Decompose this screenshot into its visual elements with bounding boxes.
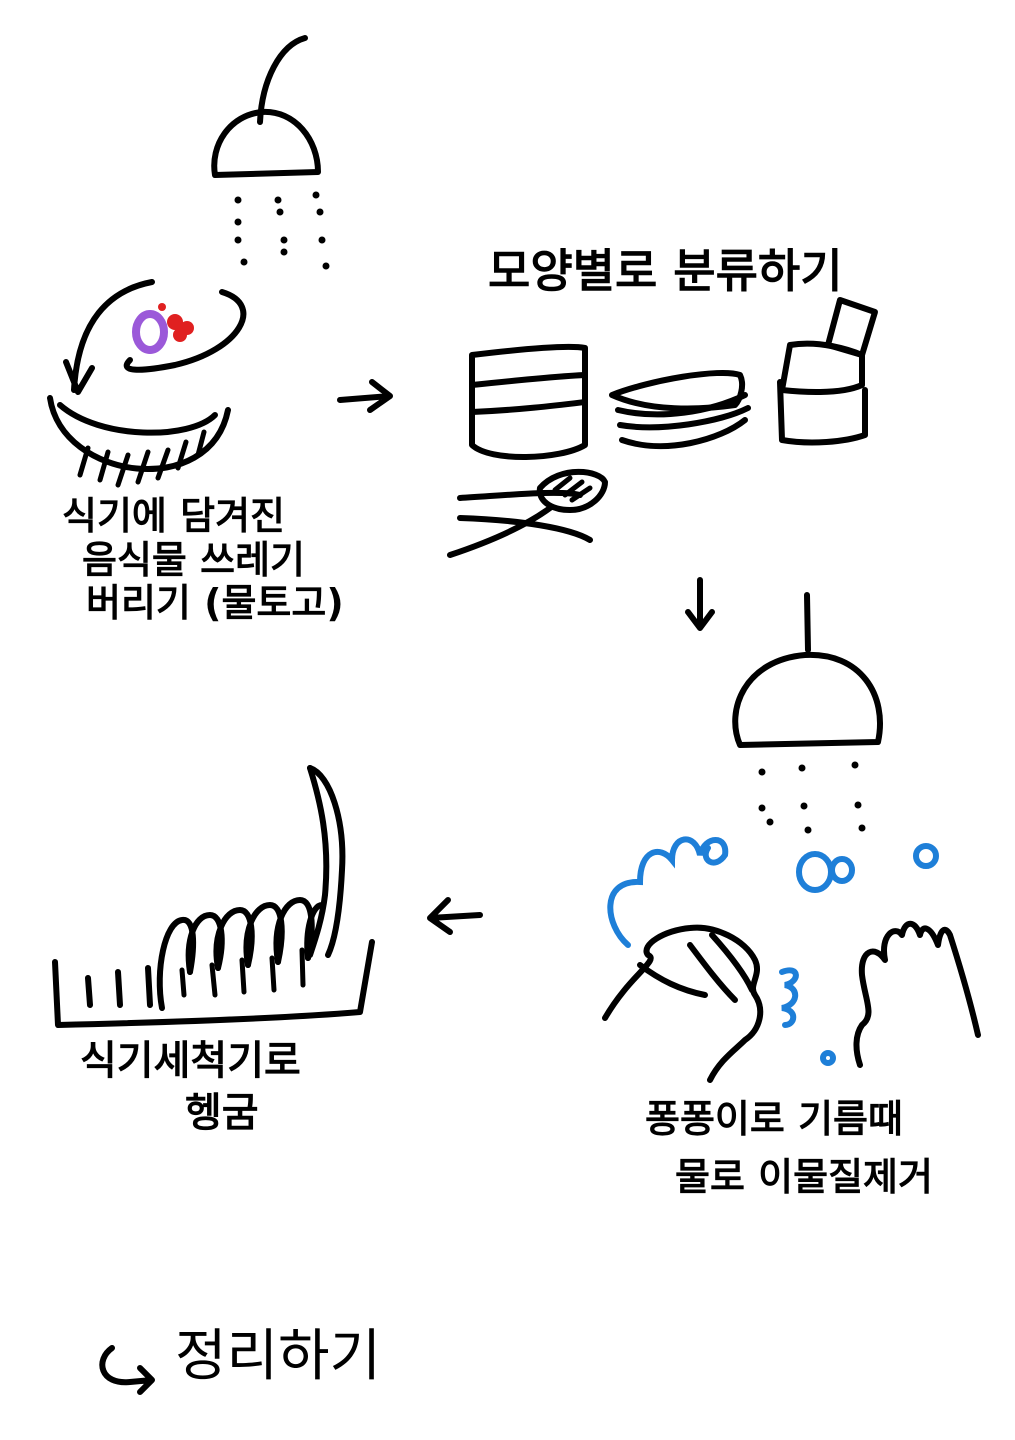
- scrape-line-2: 음식물 쓰레기: [82, 537, 305, 582]
- bowl-icon: [47, 395, 231, 488]
- dishwasher-step-label: 식기세척기로 헹굼: [80, 1038, 301, 1136]
- chopsticks-spoon-icon: [447, 468, 608, 558]
- hands-icon: [602, 920, 981, 1083]
- scrape-line-3: 버리기 (물토고): [86, 581, 344, 626]
- arrow-curve-icon: [99, 1345, 155, 1395]
- scrape-line-1: 식기에 담겨진: [62, 494, 285, 538]
- scrape-step-label: 식기에 담겨진 음식물 쓰레기 버리기 (물토고): [62, 494, 344, 626]
- shower-head-icon: [211, 35, 330, 270]
- food-scraps-icon: [132, 303, 194, 354]
- dish-rack-icon: [52, 765, 375, 1028]
- scrape-arrow-icon: [63, 279, 247, 395]
- stacked-bowls-icon: [469, 343, 588, 460]
- stacked-cups-icon: [777, 297, 878, 446]
- sort-step-label: 모양별로 분류하기: [488, 244, 843, 298]
- arrow-down-icon: [685, 577, 715, 631]
- arrow-right-icon: [337, 379, 393, 413]
- dishwasher-line-1: 식기세척기로: [80, 1038, 301, 1084]
- arrow-left-icon: [427, 897, 483, 935]
- bubbles-icon: [607, 836, 939, 1066]
- shower-head-icon: [732, 592, 883, 834]
- wash-step-label: 퐁퐁이로 기름때 물로 이물질제거: [645, 1097, 933, 1199]
- stacked-plates-icon: [609, 370, 751, 450]
- tidy-step-label: 정리하기: [175, 1324, 382, 1389]
- dishwasher-line-2: 헹굼: [185, 1090, 259, 1136]
- wash-line-1: 퐁퐁이로 기름때: [645, 1097, 903, 1141]
- wash-line-2: 물로 이물질제거: [675, 1154, 933, 1199]
